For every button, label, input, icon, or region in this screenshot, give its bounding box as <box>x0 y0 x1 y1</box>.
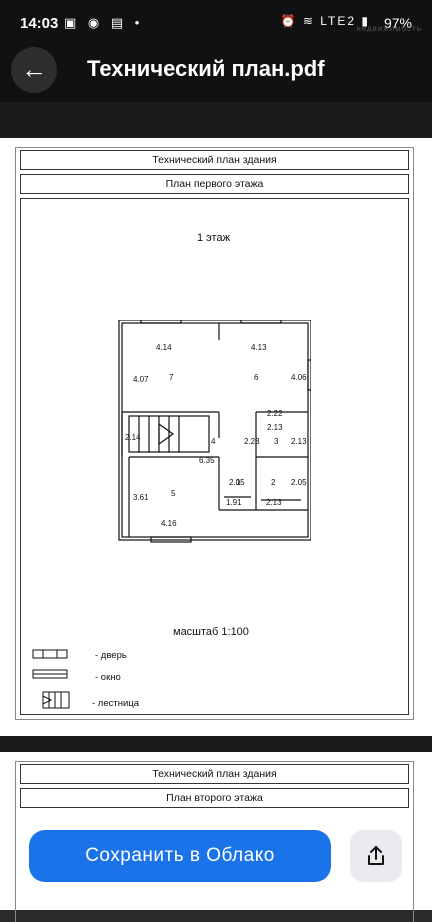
dim-191: 1.91 <box>226 498 242 507</box>
page-2-header: Технический план здания <box>20 764 409 784</box>
dim-414: 4.14 <box>156 343 172 352</box>
page-2-subheader: План второго этажа <box>20 788 409 808</box>
room-4-label: 4 <box>211 437 216 446</box>
dim-413: 4.13 <box>251 343 267 352</box>
dim-416: 4.16 <box>161 519 177 528</box>
network-label: LTE2 <box>320 14 357 28</box>
document-title: Технический план.pdf <box>87 56 325 81</box>
save-to-cloud-button[interactable]: Сохранить в Облако <box>29 830 331 882</box>
pdf-page-1[interactable]: Технический план здания План первого эта… <box>0 138 432 736</box>
room-2-label: 2 <box>271 478 276 487</box>
page-frame-2: Технический план здания План второго эта… <box>15 761 414 922</box>
dim-407: 4.07 <box>133 375 149 384</box>
status-time: 14:03 <box>20 15 59 32</box>
battery-level: 97% <box>383 15 412 31</box>
dim-361: 3.61 <box>133 493 149 502</box>
room-7-label: 7 <box>169 373 174 382</box>
room-5-label: 5 <box>171 489 176 498</box>
room-3-label: 3 <box>274 437 279 446</box>
floor-plan: 4.14 4.13 7 6 4.07 4.06 2.22 2.13 3 2.13… <box>111 317 314 552</box>
dim-406: 4.06 <box>291 373 307 382</box>
dim-213-top: 2.13 <box>267 423 283 432</box>
legend-symbols <box>32 649 70 709</box>
page-subheader: План первого этажа <box>20 174 409 194</box>
app-bar: ← Технический план.pdf <box>0 42 432 102</box>
dim-635: 6.35 <box>199 456 215 465</box>
dim-213-bottom: 2.13 <box>266 498 282 507</box>
dim-222: 2.22 <box>267 409 283 418</box>
signal-icons: ⏰ ≋ LTE2 ▮ <box>280 14 370 28</box>
status-bar: 14:03 ▣ ◉ ▤ • ⏰ ≋ LTE2 ▮ 97% недвижимост… <box>0 0 432 42</box>
arrow-left-icon: ← <box>21 54 47 84</box>
legend-window: - окно <box>95 672 121 683</box>
notification-icons: ▣ ◉ ▤ • <box>64 15 144 30</box>
viewer-background <box>0 102 432 138</box>
dim-214: 2.14 <box>125 433 141 442</box>
legend-door: - дверь <box>95 650 127 661</box>
scale-label: масштаб 1:100 <box>173 626 249 638</box>
floor-label: 1 этаж <box>197 232 230 244</box>
back-button[interactable]: ← <box>11 47 57 93</box>
page-separator <box>0 736 432 752</box>
dim-205-right: 2.05 <box>291 478 307 487</box>
page-frame: Технический план здания План первого эта… <box>15 147 414 720</box>
page-header: Технический план здания <box>20 150 409 170</box>
floor-plan-drawing: 4.14 4.13 7 6 4.07 4.06 2.22 2.13 3 2.13… <box>118 317 314 543</box>
dim-213-side: 2.13 <box>291 437 307 446</box>
room-6-label: 6 <box>254 373 259 382</box>
drawing-area <box>20 198 409 715</box>
room-1-label: 1 <box>236 478 241 487</box>
dim-223: 2.23 <box>244 437 260 446</box>
share-icon <box>368 846 384 865</box>
share-button[interactable] <box>350 830 402 882</box>
legend-stairs: - лестница <box>92 698 140 709</box>
dim-205-left: 2.05 <box>229 478 245 487</box>
watermark: недвижимость <box>356 24 422 33</box>
